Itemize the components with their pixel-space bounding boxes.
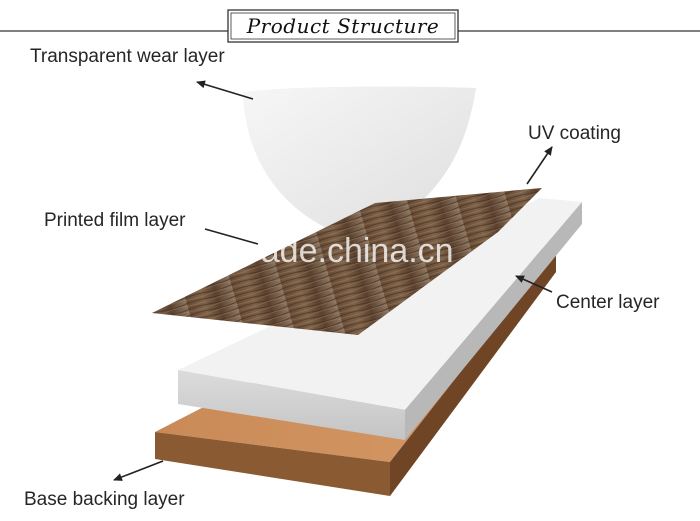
- watermark-text: trade.china.cn: [240, 232, 454, 270]
- page-title: Product Structure: [246, 14, 440, 38]
- label-base-backing: Base backing layer: [24, 489, 185, 510]
- printed-film-layer: [152, 188, 542, 335]
- core-side-face: [405, 202, 582, 440]
- printed-film-arrow: [204, 228, 259, 245]
- wear-layer-arrow: [196, 80, 254, 100]
- label-printed-film: Printed film layer: [44, 210, 186, 231]
- label-center-layer: Center layer: [556, 292, 660, 313]
- title-frame: [227, 9, 459, 43]
- center-layer-arrow: [515, 275, 553, 293]
- uv-coating-arrow: [526, 146, 553, 185]
- wood-decor-tint: [152, 188, 542, 335]
- base-front-face: [155, 432, 390, 496]
- wood-decor-surface: [152, 188, 542, 335]
- base-side-face: [390, 250, 556, 496]
- base-backing-arrow: [113, 460, 164, 481]
- core-front-face: [178, 370, 405, 440]
- leader-lines: [113, 80, 553, 481]
- label-wear-layer: Transparent wear layer: [30, 46, 225, 67]
- title-banner: Product Structure: [0, 9, 700, 43]
- label-uv-coating: UV coating: [528, 123, 621, 144]
